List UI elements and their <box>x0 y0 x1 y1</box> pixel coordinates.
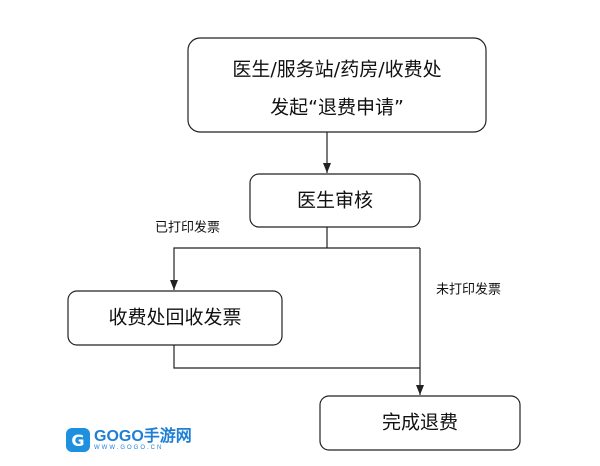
gogo-logo-icon: G <box>66 428 90 452</box>
node-complete-label: 完成退费 <box>382 412 458 434</box>
node-start-line1: 医生/服务站/药房/收费处 <box>232 59 441 81</box>
node-start-line2: 发起“退费申请” <box>270 97 404 119</box>
edge-printed <box>170 247 420 290</box>
watermark-brand: GOGO手游网 <box>94 428 192 445</box>
node-complete: 完成退费 <box>319 395 521 451</box>
node-review: 医生审核 <box>249 173 421 228</box>
watermark-logo: G GOGO手游网 WWW.GOGO.CN <box>66 428 192 452</box>
node-start: 医生/服务站/药房/收费处 发起“退费申请” <box>187 37 487 133</box>
watermark-url: WWW.GOGO.CN <box>94 445 164 451</box>
edge-label-printed: 已打印发票 <box>155 220 220 236</box>
node-recover-label: 收费处回收发票 <box>108 307 241 329</box>
node-recover: 收费处回收发票 <box>67 290 283 346</box>
edge-label-not-printed: 未打印发票 <box>436 282 501 298</box>
node-review-label: 医生审核 <box>297 190 373 212</box>
edge-recover-complete <box>173 345 420 369</box>
